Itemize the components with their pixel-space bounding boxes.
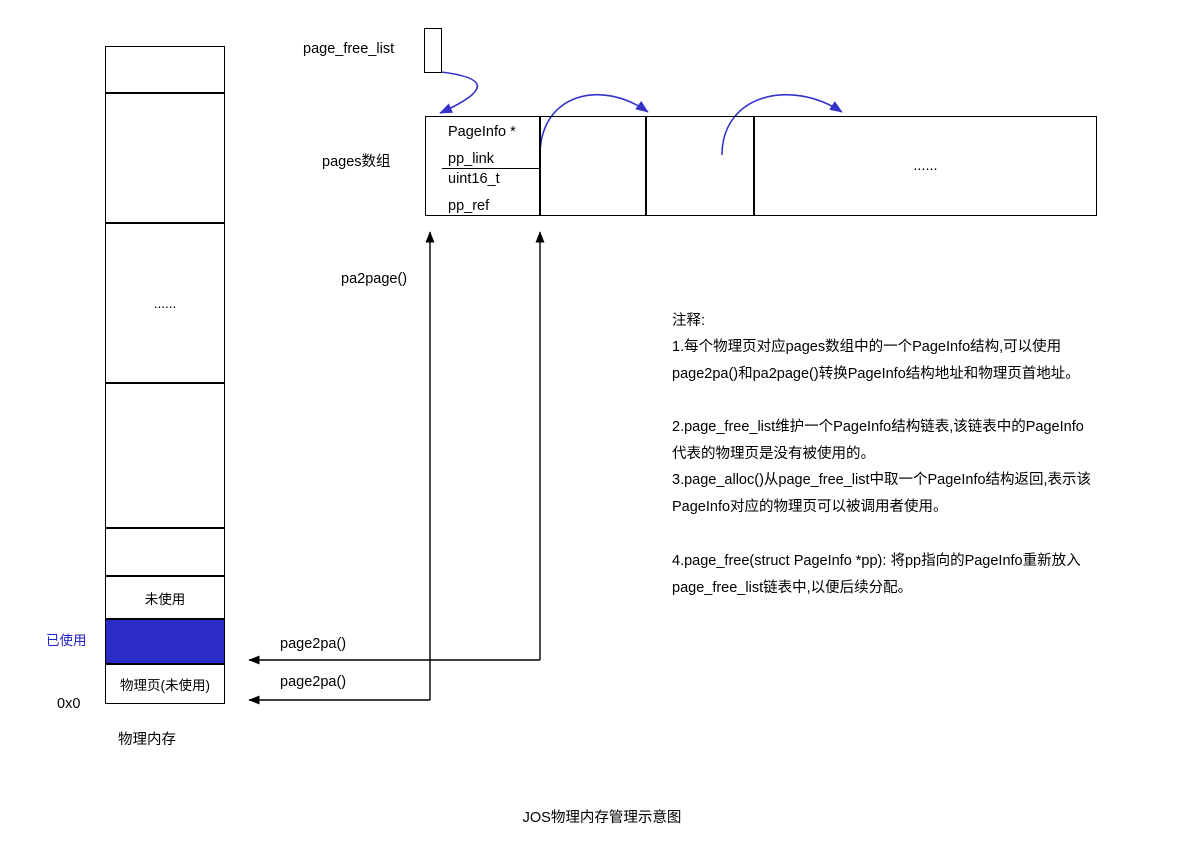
pageinfo-field-pp-ref: pp_ref xyxy=(448,198,490,214)
memory-cell-unused xyxy=(105,528,225,576)
pageinfo-field-divider xyxy=(442,168,540,169)
memory-cell-unused-label: 未使用 xyxy=(105,576,225,619)
pageinfo-field-type-ptr: PageInfo * xyxy=(448,124,516,140)
note-item-1: 1.每个物理页对应pages数组中的一个PageInfo结构,可以使用page2… xyxy=(672,339,1080,382)
zero-address-label: 0x0 xyxy=(57,696,81,712)
page2pa-lower-label: page2pa() xyxy=(280,674,347,690)
pa2page-label: pa2page() xyxy=(341,271,408,287)
memory-cell-ellipsis: ...... xyxy=(105,223,225,383)
note-item-4: 4.page_free(struct PageInfo *pp): 将pp指向的… xyxy=(672,553,1081,596)
memory-cell-1 xyxy=(105,93,225,223)
pages-array-label: pages数组 xyxy=(322,154,391,170)
memory-cell-used xyxy=(105,619,225,664)
memory-cell-3 xyxy=(105,383,225,528)
note-item-2: 2.page_free_list维护一个PageInfo结构链表,该链表中的Pa… xyxy=(672,419,1084,462)
page2pa-upper-label: page2pa() xyxy=(280,636,347,652)
page-free-list-label: page_free_list xyxy=(303,41,395,57)
notes-title: 注释: xyxy=(672,313,706,329)
pageinfo-field-pp-link: pp_link xyxy=(448,151,494,167)
memory-cell-0 xyxy=(105,46,225,93)
pages-array-entry-2 xyxy=(646,116,754,216)
pages-array-entry-0 xyxy=(425,116,540,216)
pages-array-entry-1 xyxy=(540,116,646,216)
pageinfo-field-type-uint16: uint16_t xyxy=(448,171,500,187)
page-free-list-box xyxy=(424,28,442,73)
memory-cell-physical-page: 物理页(未使用) xyxy=(105,664,225,704)
pages-array-ellipsis: ...... xyxy=(913,158,938,174)
pages-array-entry-3: ...... xyxy=(754,116,1097,216)
physical-memory-label: 物理内存 xyxy=(118,732,176,748)
note-item-3: 3.page_alloc()从page_free_list中取一个PageInf… xyxy=(672,472,1092,515)
used-side-label: 已使用 xyxy=(46,633,87,648)
figure-caption: JOS物理内存管理示意图 xyxy=(522,810,682,826)
